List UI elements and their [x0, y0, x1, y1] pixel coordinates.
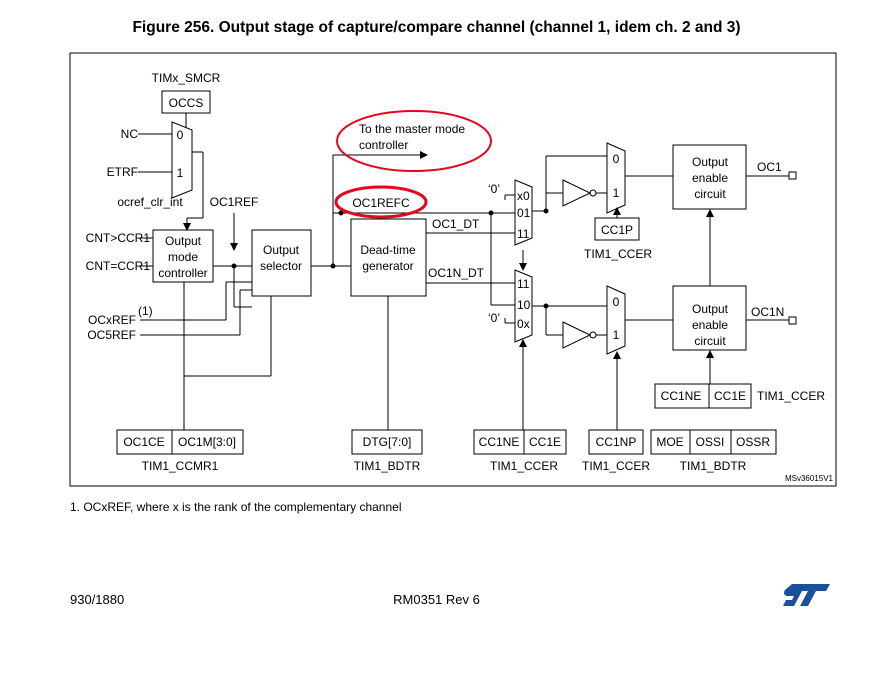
dead-time-line2: generator: [362, 259, 413, 273]
cc1np-label: CC1NP: [596, 435, 637, 449]
oc1ce-oc1m-box: [116, 429, 244, 455]
tim1-ccer-bottom-label: TIM1_CCER: [490, 459, 558, 473]
ossi-label: OSSI: [696, 435, 725, 449]
bottom-pol-1: 1: [613, 328, 620, 342]
top-pol-1: 1: [613, 186, 620, 200]
output-mode-controller-box: [152, 229, 214, 283]
tim1-ccer-top-label: TIM1_CCER: [584, 247, 652, 261]
top-inverter: [562, 179, 592, 207]
cnt-gt-ccr1-label: CNT>CCR1: [86, 231, 151, 245]
oc1refc-highlight: [334, 185, 428, 219]
dead-time-generator-box: [350, 218, 427, 297]
output-mode-controller-line3: controller: [158, 266, 207, 280]
dtg-label: DTG[7:0]: [363, 435, 412, 449]
msv-id: MSv36015V1: [785, 474, 834, 483]
top-pol-0: 0: [613, 152, 620, 166]
top-output-mux: [514, 179, 533, 246]
ocxref-label: OCxREF: [88, 313, 136, 327]
ocxref-note: (1): [138, 304, 153, 318]
oc1ref-label: OC1REF: [210, 195, 259, 209]
tim1-bdtr-left-label: TIM1_BDTR: [354, 459, 421, 473]
diagram-frame: [69, 52, 837, 487]
tim1-ccer-bottom2-label: TIM1_CCER: [582, 459, 650, 473]
cc1ne-cc1e-box: [473, 429, 567, 455]
st-logo: [783, 584, 830, 606]
oc1n-enable-line3: circuit: [694, 334, 726, 348]
cc1ne-label: CC1NE: [479, 435, 520, 449]
dtg-box: [351, 429, 423, 455]
zero-top-label: ‘0’: [488, 182, 500, 196]
oc1refc-label: OC1REFC: [352, 196, 410, 210]
input-mux-0: 0: [177, 128, 184, 142]
oc1n-enable-line1: Output: [692, 302, 729, 316]
bottom-inverter: [562, 321, 592, 349]
top-mux-x0: x0: [517, 189, 530, 203]
output-selector-box: [251, 229, 312, 297]
master-mode-highlight: [336, 110, 492, 172]
dead-time-line1: Dead-time: [360, 243, 416, 257]
tim1-bdtr-right-label: TIM1_BDTR: [680, 459, 747, 473]
oc1-label: OC1: [757, 160, 782, 174]
oc1n-pin: [788, 316, 797, 325]
oc1-enable-line3: circuit: [694, 187, 726, 201]
oc5ref-label: OC5REF: [87, 328, 136, 342]
output-mode-controller-line1: Output: [165, 234, 202, 248]
cc1ne-right-label: CC1NE: [661, 389, 702, 403]
oc1n-dt-label: OC1N_DT: [428, 266, 485, 280]
bottom-output-mux: [514, 269, 533, 343]
output-mode-controller-line2: mode: [168, 250, 198, 264]
oc1m-label: OC1M[3:0]: [178, 435, 236, 449]
figure-title: Figure 256. Output stage of capture/comp…: [132, 19, 741, 36]
ocref-clr-int-label: ocref_clr_int: [117, 195, 183, 209]
top-mux-11: 11: [517, 227, 530, 241]
moe-ossi-ossr-box: [650, 429, 777, 455]
etrf-label: ETRF: [107, 165, 138, 179]
timx-smcr-label: TIMx_SMCR: [152, 71, 221, 85]
moe-label: MOE: [656, 435, 683, 449]
zero-bottom-label: ‘0’: [488, 311, 500, 325]
bottom-mux-0x: 0x: [517, 317, 530, 331]
output-selector-line2: selector: [260, 259, 302, 273]
nc-label: NC: [121, 127, 139, 141]
top-polarity-mux: [606, 142, 626, 214]
bottom-mux-11: 11: [517, 277, 530, 291]
oc1ce-label: OC1CE: [123, 435, 164, 449]
page-number: 930/1880: [70, 592, 125, 607]
tim1-ccmr1-label: TIM1_CCMR1: [142, 459, 219, 473]
oc1n-enable-line2: enable: [692, 318, 728, 332]
oc1-enable-line2: enable: [692, 171, 728, 185]
oc1-pin: [788, 171, 797, 180]
tim1-ccer-right-label: TIM1_CCER: [757, 389, 825, 403]
top-mux-01: 01: [517, 206, 531, 220]
cnt-eq-ccr1-label: CNT=CCR1: [86, 259, 151, 273]
oc1n-label: OC1N: [751, 305, 784, 319]
input-mux-1: 1: [177, 166, 184, 180]
footnote: 1. OCxREF, where x is the rank of the co…: [70, 500, 402, 514]
cc1e-label: CC1E: [529, 435, 561, 449]
cc1np-box: [588, 429, 644, 455]
cc1p-box: [594, 217, 640, 241]
bottom-pol-0: 0: [613, 295, 620, 309]
oc1-dt-label: OC1_DT: [432, 217, 480, 231]
output-selector-line1: Output: [263, 243, 300, 257]
doc-revision: RM0351 Rev 6: [393, 592, 480, 607]
cc1ne-cc1e-right-box: [654, 383, 752, 409]
bottom-mux-10: 10: [517, 298, 531, 312]
cc1p-label: CC1P: [601, 223, 633, 237]
ossr-label: OSSR: [736, 435, 770, 449]
input-mux: [171, 121, 193, 199]
occs-label: OCCS: [169, 96, 204, 110]
oc1-enable-line1: Output: [692, 155, 729, 169]
bottom-polarity-mux: [606, 285, 626, 355]
master-mode-line2: controller: [359, 138, 408, 152]
master-mode-line1: To the master mode: [359, 122, 465, 136]
cc1e-right-label: CC1E: [714, 389, 746, 403]
